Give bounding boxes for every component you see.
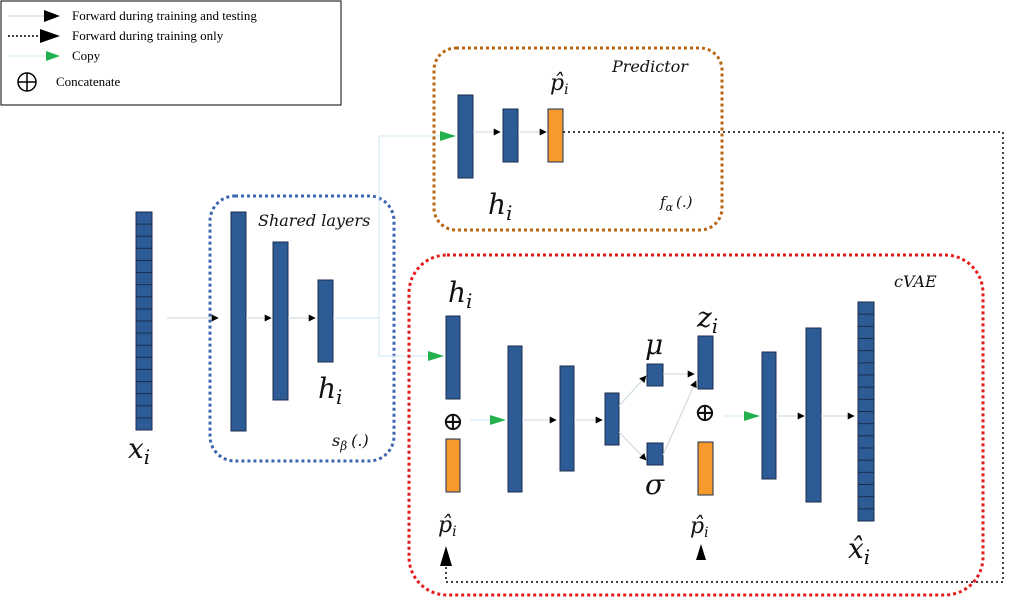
copy-to-predictor-line (333, 135, 452, 319)
legend-label-concatenate: Concatenate (56, 74, 120, 89)
encoder-layer-2 (559, 365, 575, 472)
copy-arrow-encoder (490, 415, 506, 425)
decoder-layer-2 (805, 327, 822, 503)
encoder-layer-1 (507, 345, 523, 493)
shared-h-label: hi (318, 372, 342, 409)
arrow-black-icon (44, 10, 60, 22)
input-label: xi (128, 432, 150, 469)
mu-layer (646, 363, 664, 387)
legend-label-forward-train-only: Forward during training only (72, 28, 224, 43)
arrow-green-icon (46, 51, 60, 61)
input-vector (135, 211, 153, 431)
z-layer (697, 335, 714, 390)
feedback-dotted-line (445, 131, 1004, 583)
decoder-p-hat-arrowhead (696, 544, 706, 560)
shared-layer-2 (272, 241, 289, 401)
sigma-layer (646, 442, 664, 466)
output-vector (857, 301, 875, 522)
decoder-layer-1 (761, 351, 777, 480)
sigma-label: σ (645, 468, 665, 501)
feedback-arrowhead (440, 546, 452, 566)
predictor-title: Predictor (611, 57, 689, 76)
shared-layers-block (208, 194, 396, 463)
copy-arrow-predictor (440, 131, 456, 141)
shared-layer-1 (230, 211, 247, 432)
predictor-p-hat-label: p̂i (550, 71, 569, 98)
concat-symbol-2: ⊕ (694, 398, 716, 428)
legend-label-forward-train-test: Forward during training and testing (72, 8, 257, 23)
legend: Forward during training and testing Forw… (0, 0, 342, 106)
cvae-h-label: hi (448, 276, 472, 313)
shared-function-label: sβ(.) (332, 431, 369, 453)
dotted-arrow-icon (40, 29, 60, 43)
output-label: x̂i (848, 532, 870, 569)
predictor-block (432, 46, 724, 232)
encoder-layer-3 (604, 392, 620, 446)
predictor-function-label: fα(.) (659, 193, 693, 214)
cvae-p-hat-label: p̂i (438, 513, 457, 540)
mu-label: μ (645, 328, 663, 361)
z-label: zi (696, 301, 718, 338)
predictor-layer-1 (457, 94, 474, 179)
predictor-layer-2 (502, 108, 519, 163)
cvae-block (407, 253, 985, 597)
cvae-h-input (445, 315, 461, 400)
predictor-output (547, 108, 564, 163)
cvae-title: cVAE (894, 272, 937, 291)
copy-to-cvae-line (378, 318, 444, 357)
copy-arrow-decoder (744, 411, 760, 421)
predictor-h-label: hi (488, 188, 512, 225)
cvae-p-hat-input (445, 438, 461, 493)
shared-layers-title: Shared layers (258, 211, 370, 230)
concat-symbol-1: ⊕ (442, 407, 464, 437)
concat-icon (17, 72, 37, 92)
decoder-p-hat-input (697, 441, 714, 496)
copy-arrow-cvae (428, 351, 444, 361)
legend-label-copy: Copy (72, 48, 101, 63)
decoder-p-hat-label: p̂i (690, 514, 709, 541)
shared-layer-3 (317, 279, 334, 363)
